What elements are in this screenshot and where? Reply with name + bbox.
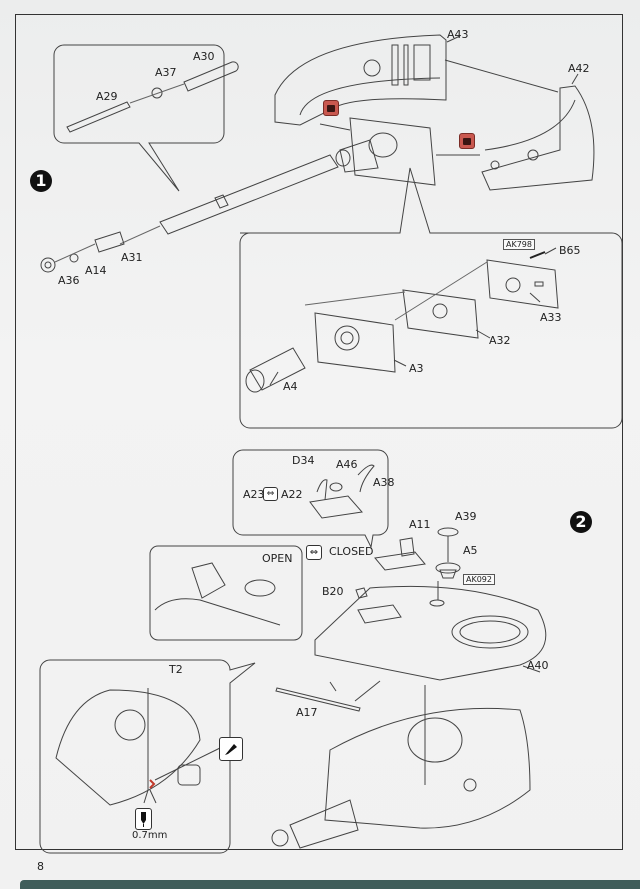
label-a36: A36 [58, 274, 80, 287]
part-a11 [399, 537, 415, 557]
label-a29: A29 [96, 90, 118, 103]
paint-code-ak092: AK092 [463, 574, 495, 585]
part-a14 [69, 253, 79, 263]
part-a33 [486, 259, 559, 309]
step-number-2: 2 [570, 511, 592, 533]
label-a14: A14 [85, 264, 107, 277]
part-a37 [151, 87, 163, 99]
label-a22: A22 [281, 488, 303, 501]
label-open: OPEN [262, 552, 293, 565]
label-a4: A4 [283, 380, 298, 393]
turret-assembled [324, 707, 531, 829]
callout-barrel-parts [53, 44, 225, 192]
part-a40 [314, 585, 547, 681]
part-d34 [316, 479, 328, 501]
page-frame [15, 14, 623, 850]
part-b20 [355, 587, 368, 599]
part-a5 [435, 562, 461, 574]
label-a39: A39 [455, 510, 477, 523]
part-a3 [314, 312, 396, 373]
label-a46: A46 [336, 458, 358, 471]
alternative-arrow-icon: ⇔ [263, 487, 278, 501]
part-a30 [183, 61, 239, 92]
part-a29 [66, 101, 131, 133]
page-edge-shadow [20, 880, 640, 889]
label-a38: A38 [373, 476, 395, 489]
part-a38 [357, 464, 375, 493]
label-a17: A17 [296, 706, 318, 719]
part-a39 [437, 527, 459, 537]
label-a37: A37 [155, 66, 177, 79]
label-a42: A42 [568, 62, 590, 75]
part-a17 [275, 687, 361, 712]
label-a32: A32 [489, 334, 511, 347]
label-a43: A43 [447, 28, 469, 41]
callout-open [149, 545, 303, 641]
drill-bit-icon [135, 808, 152, 830]
callout-hatch [232, 449, 389, 549]
part-barrel [159, 154, 339, 235]
part-a22 [309, 495, 363, 519]
page-number: 8 [37, 860, 44, 873]
label-b20: B20 [322, 585, 344, 598]
label-d34: D34 [292, 454, 315, 467]
part-a36 [40, 257, 56, 273]
label-a30: A30 [193, 50, 215, 63]
cement-warning-icon [323, 100, 339, 116]
label-a31: A31 [121, 251, 143, 264]
label-a3: A3 [409, 362, 424, 375]
alternative-arrow-icon: ⇔ [306, 545, 322, 560]
callout-mantlet [239, 167, 623, 429]
label-a40: A40 [527, 659, 549, 672]
part-a46 [329, 482, 343, 492]
label-a33: A33 [540, 311, 562, 324]
label-a5: A5 [463, 544, 478, 557]
label-a23: A23 [243, 488, 265, 501]
label-closed: CLOSED [329, 545, 374, 558]
part-a32 [402, 289, 479, 339]
callout-detail [39, 659, 256, 854]
label-drill-size: 0.7mm [132, 830, 168, 841]
part-a4 [249, 347, 306, 391]
hobby-knife-icon [219, 737, 243, 761]
step-number-1: 1 [30, 170, 52, 192]
label-t2: T2 [169, 663, 183, 676]
part-a42 [481, 85, 595, 191]
part-a31 [94, 231, 125, 253]
label-b65: B65 [559, 244, 581, 257]
part-mantlet [349, 117, 436, 186]
label-a11: A11 [409, 518, 431, 531]
cement-warning-icon [459, 133, 475, 149]
paint-code-ak798: AK798 [503, 239, 535, 250]
